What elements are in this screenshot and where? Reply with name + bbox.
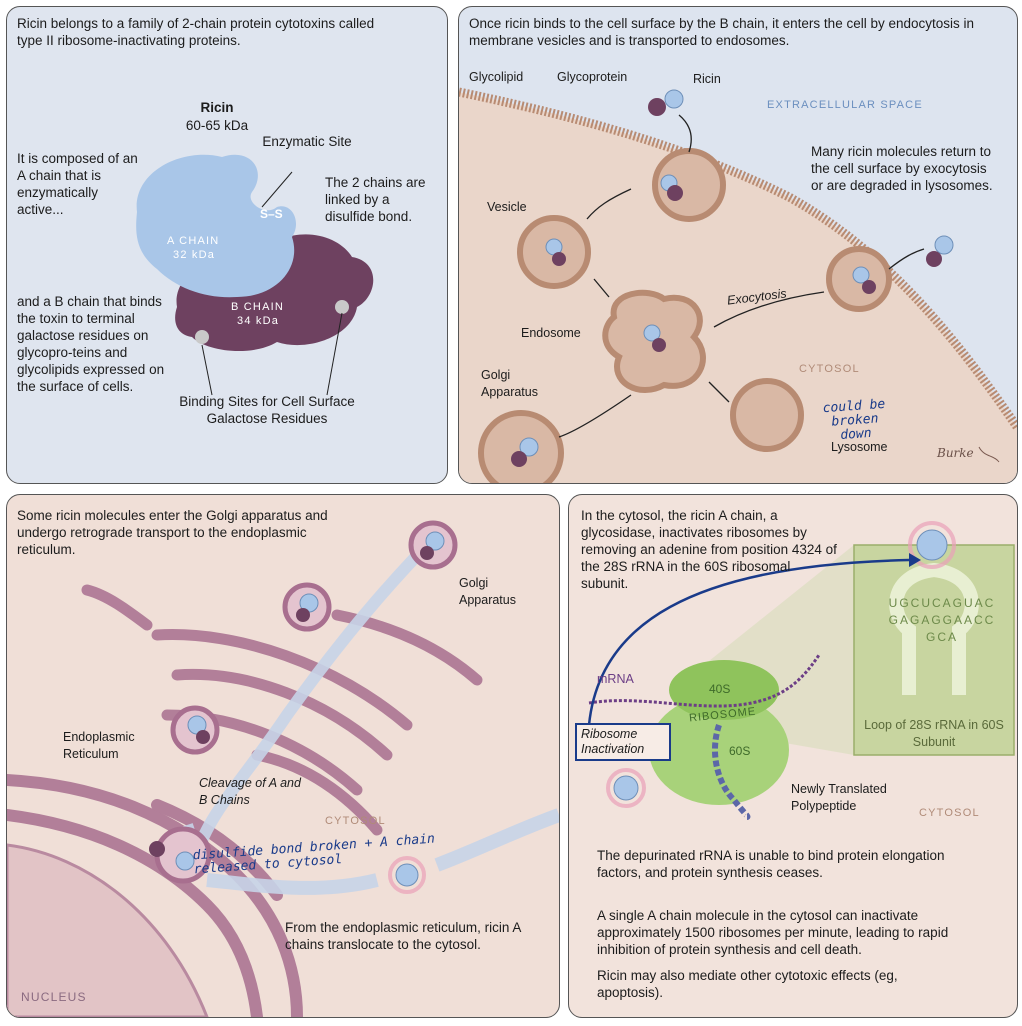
nucleus: [7, 843, 209, 1017]
ribosome-inactivation-label: Ribosome Inactivation: [581, 727, 645, 756]
nucleus-label: NUCLEUS: [21, 990, 87, 1004]
a-chain-mass: 32 kDa: [173, 249, 216, 261]
lysosome: [730, 378, 804, 452]
b-chain-description: and a B chain that binds the toxin to te…: [17, 294, 165, 394]
enzymatic-site-label: Enzymatic Site: [262, 134, 352, 149]
polypeptide-label: Newly Translated Polypeptide: [791, 782, 887, 813]
extracellular-space-label: EXTRACELLULAR SPACE: [767, 99, 923, 111]
endosome-label: Endosome: [521, 326, 581, 340]
cytosol-region: [459, 92, 1017, 483]
cytosol-label-ribosome: CYTOSOL: [919, 807, 980, 819]
cytosol-label-er: CYTOSOL: [325, 815, 386, 827]
endocytosis-illustration: [459, 87, 1017, 483]
cell-membrane: [459, 87, 1017, 430]
golgi-er-illustration: [7, 520, 559, 1017]
other-effects-text: Ricin may also mediate other cytotoxic e…: [597, 968, 898, 1000]
disulfide-bond-label: S–S: [260, 207, 283, 221]
golgi-label: Golgi Apparatus: [481, 368, 538, 399]
cytosol-label: CYTOSOL: [799, 363, 860, 375]
ribosome-illustration: [587, 521, 1015, 820]
b-chain-mass: 34 kDa: [237, 315, 280, 327]
ribosome-inactivation-box: Ribosome Inactivation: [575, 723, 671, 761]
rrna-loop-box: [853, 544, 1015, 756]
translocate-description: From the endoplasmic reticulum, ricin A …: [285, 920, 521, 952]
panel-ribosome-inactivation: In the cytosol, the ricin A chain, a gly…: [568, 494, 1018, 1018]
a-chain-label: A CHAIN: [167, 235, 220, 247]
rrna-loop-label: Loop of 28S rRNA in 60S Subunit: [864, 718, 1004, 749]
artist-signature: Burke: [937, 446, 974, 460]
panel2-intro: Once ricin binds to the cell surface by …: [469, 16, 975, 48]
panel-endocytosis: Once ricin binds to the cell surface by …: [458, 6, 1018, 484]
ribosome-60s-label: 60S: [729, 744, 751, 758]
glycoprotein-label: Glycoprotein: [557, 70, 628, 84]
disulfide-description: The 2 chains are linked by a disulfide b…: [325, 175, 426, 224]
binding-sites-label: Binding Sites for Cell Surface Galactose…: [179, 394, 355, 426]
panel1-intro: Ricin belongs to a family of 2-chain pro…: [17, 16, 375, 48]
ribosome-40s-label: 40S: [709, 682, 731, 696]
ricin-title: Ricin: [200, 100, 234, 115]
mrna-label: mRNA: [597, 672, 634, 686]
ribosome-60s: [649, 695, 789, 805]
golgi-apparatus-label: Golgi Apparatus: [459, 576, 516, 607]
er-label: Endoplasmic Reticulum: [63, 730, 135, 761]
cleavage-label: Cleavage of A and B Chains: [199, 776, 301, 807]
ricin-structure-illustration: [136, 154, 374, 396]
a-chain-shape: [136, 154, 297, 298]
ricin-label: Ricin: [693, 72, 721, 86]
vesicle-label: Vesicle: [487, 200, 527, 214]
glycolipid-label: Glycolipid: [469, 70, 524, 84]
a-chain-description: It is composed of an A chain that is enz…: [17, 151, 138, 217]
panel3-intro: Some ricin molecules enter the Golgi app…: [17, 508, 328, 557]
panel-retrograde-transport: Some ricin molecules enter the Golgi app…: [6, 494, 560, 1018]
panel4-intro: In the cytosol, the ricin A chain, a gly…: [581, 508, 837, 591]
depurinated-text: The depurinated rRNA is unable to bind p…: [597, 848, 945, 880]
panel-ricin-structure: Ricin belongs to a family of 2-chain pro…: [6, 6, 448, 484]
b-chain-label: B CHAIN: [231, 301, 285, 313]
single-chain-text: A single A chain molecule in the cytosol…: [597, 908, 949, 957]
mrna-strand: [588, 654, 821, 708]
lysosome-label: Lysosome: [831, 440, 888, 454]
return-description: Many ricin molecules return to the cell …: [811, 144, 993, 193]
handwritten-broken-down: could be broken down: [822, 396, 886, 444]
rrna-sequence: UGCUCAGUACGAGAGGAACCGCA: [888, 596, 996, 644]
ricin-mass: 60-65 kDa: [185, 118, 249, 133]
